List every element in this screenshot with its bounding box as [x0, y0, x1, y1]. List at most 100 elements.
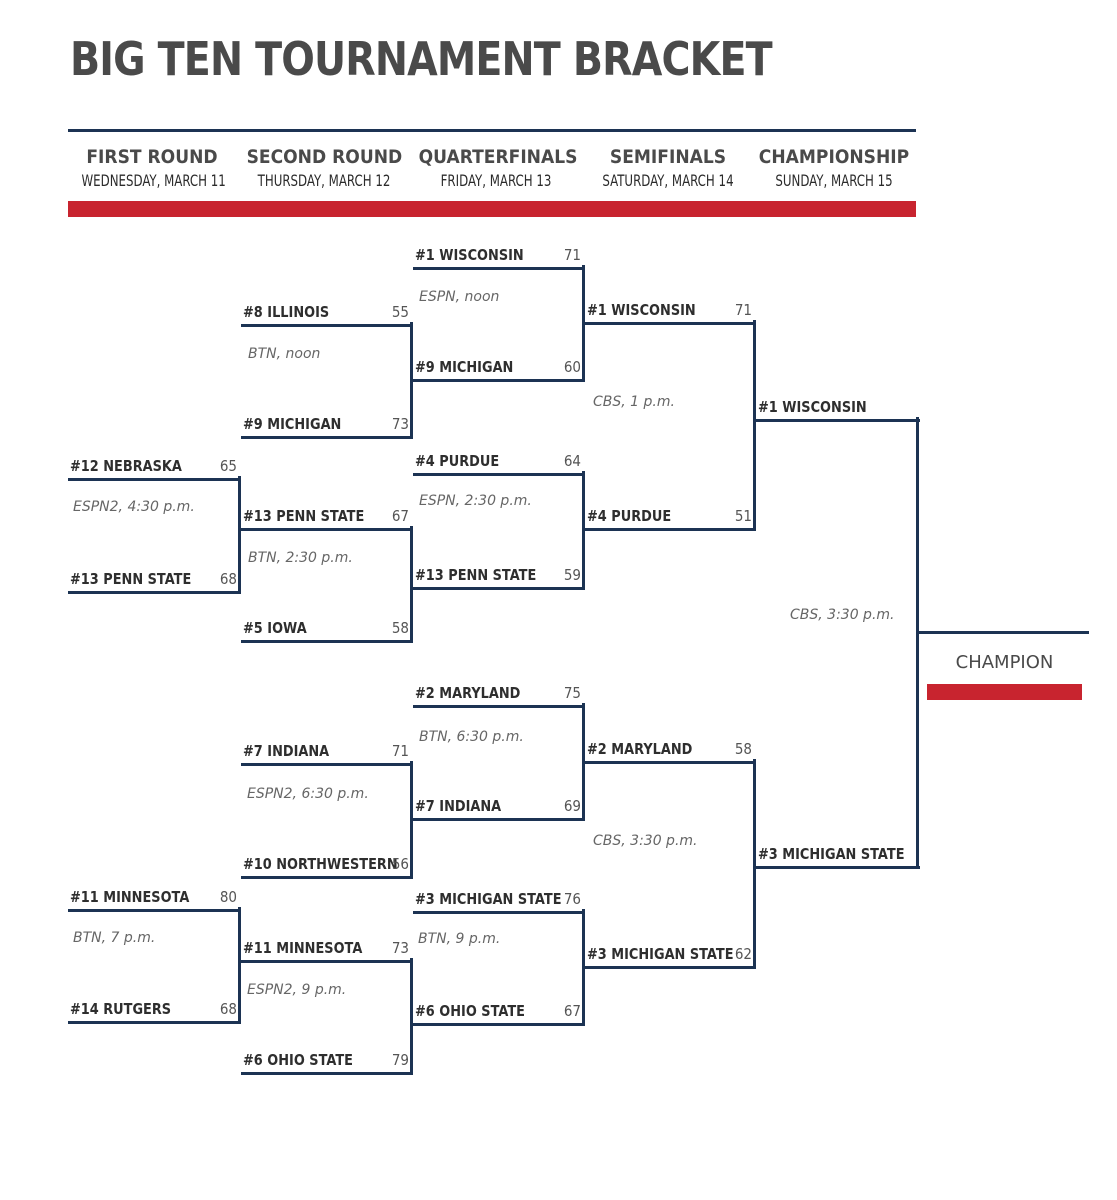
- round-date: THURSDAY, MARCH 12: [257, 171, 391, 190]
- bracket-slot: #9 MICHIGAN 60: [413, 358, 585, 382]
- bracket-slot: #6 OHIO STATE 79: [241, 1051, 413, 1075]
- team-score: 69: [563, 797, 581, 815]
- round-header-first: FIRST ROUND WEDNESDAY, MARCH 11: [66, 146, 238, 190]
- bracket-slot: #10 NORTHWESTERN 56: [241, 855, 413, 879]
- bracket-connector: [582, 265, 585, 381]
- broadcast-info: CBS, 1 p.m.: [593, 394, 675, 410]
- bracket-slot: #1 WISCONSIN 71: [585, 301, 756, 325]
- team-score: 58: [391, 619, 409, 637]
- team-name: #3 MICHIGAN STATE: [415, 890, 562, 908]
- team-score: 75: [563, 684, 581, 702]
- round-header-second: SECOND ROUND THURSDAY, MARCH 12: [238, 146, 410, 190]
- broadcast-info: BTN, noon: [248, 346, 321, 362]
- team-name: #1 WISCONSIN: [758, 398, 867, 416]
- bracket-connector: [916, 417, 919, 869]
- team-score: 73: [391, 939, 409, 957]
- round-header-semifinals: SEMIFINALS SATURDAY, MARCH 14: [582, 146, 754, 190]
- broadcast-info: ESPN2, 9 p.m.: [247, 982, 347, 998]
- bracket-connector: [582, 909, 585, 1025]
- team-name: #7 INDIANA: [415, 797, 502, 815]
- bracket-connector: [410, 761, 413, 878]
- broadcast-info: ESPN, 2:30 p.m.: [419, 493, 532, 509]
- team-name: #8 ILLINOIS: [243, 303, 330, 321]
- broadcast-info: BTN, 6:30 p.m.: [419, 729, 524, 745]
- team-score: 64: [563, 452, 581, 470]
- team-name: #12 NEBRASKA: [70, 457, 182, 475]
- bracket-connector: [582, 471, 585, 589]
- bracket-connector: [238, 476, 241, 593]
- broadcast-info: BTN, 2:30 p.m.: [248, 550, 353, 566]
- team-score: 71: [734, 301, 752, 319]
- round-header-championship: CHAMPIONSHIP SUNDAY, MARCH 15: [748, 146, 920, 190]
- bracket-connector: [753, 759, 756, 968]
- team-name: #13 PENN STATE: [243, 507, 365, 525]
- bracket-connector: [410, 322, 413, 438]
- round-date: WEDNESDAY, MARCH 11: [81, 171, 226, 190]
- bracket-slot: #7 INDIANA 71: [241, 742, 413, 766]
- team-score: 51: [734, 507, 752, 525]
- bracket-slot: #2 MARYLAND 58: [585, 740, 756, 764]
- team-score: 55: [391, 303, 409, 321]
- team-score: 67: [391, 507, 409, 525]
- header-red-bar: [68, 201, 916, 217]
- bracket-slot: #6 OHIO STATE 67: [413, 1002, 585, 1026]
- team-name: #7 INDIANA: [243, 742, 330, 760]
- bracket-connector: [410, 526, 413, 642]
- round-date: SATURDAY, MARCH 14: [602, 171, 734, 190]
- broadcast-info: ESPN2, 6:30 p.m.: [247, 786, 369, 802]
- broadcast-info: BTN, 7 p.m.: [73, 930, 156, 946]
- team-name: #14 RUTGERS: [70, 1000, 172, 1018]
- round-name: SECOND ROUND: [246, 146, 403, 168]
- team-name: #13 PENN STATE: [415, 566, 537, 584]
- team-name: #11 MINNESOTA: [70, 888, 190, 906]
- team-name: #9 MICHIGAN: [243, 415, 342, 433]
- team-score: 65: [219, 457, 237, 475]
- team-name: #4 PURDUE: [415, 452, 500, 470]
- bracket-slot: #7 INDIANA 69: [413, 797, 585, 821]
- bracket-slot: #3 MICHIGAN STATE: [756, 845, 920, 869]
- bracket-slot: #13 PENN STATE 67: [241, 507, 413, 531]
- team-score: 76: [563, 890, 581, 908]
- team-score: 71: [563, 246, 581, 264]
- team-name: #3 MICHIGAN STATE: [587, 945, 734, 963]
- header-top-rule: [68, 129, 916, 132]
- bracket-slot: #1 WISCONSIN: [756, 398, 920, 422]
- team-name: #3 MICHIGAN STATE: [758, 845, 905, 863]
- bracket-slot: #11 MINNESOTA 73: [241, 939, 413, 963]
- bracket-slot: #1 WISCONSIN 71: [413, 246, 585, 270]
- team-score: 73: [391, 415, 409, 433]
- bracket-slot: #4 PURDUE 64: [413, 452, 585, 476]
- bracket-slot: #12 NEBRASKA 65: [68, 457, 241, 481]
- team-name: #10 NORTHWESTERN: [243, 855, 398, 873]
- team-score: 71: [391, 742, 409, 760]
- team-name: #2 MARYLAND: [587, 740, 693, 758]
- team-name: #11 MINNESOTA: [243, 939, 363, 957]
- team-name: #13 PENN STATE: [70, 570, 192, 588]
- team-score: 62: [734, 945, 752, 963]
- broadcast-info: CBS, 3:30 p.m.: [790, 607, 895, 623]
- champion-label: CHAMPION: [955, 652, 1054, 673]
- team-score: 60: [563, 358, 581, 376]
- team-score: 58: [734, 740, 752, 758]
- team-score: 68: [219, 1000, 237, 1018]
- team-score: 79: [391, 1051, 409, 1069]
- round-name: QUARTERFINALS: [418, 146, 578, 168]
- page-title: BIG TEN TOURNAMENT BRACKET: [70, 32, 773, 86]
- round-name: FIRST ROUND: [86, 146, 218, 168]
- team-score: 68: [219, 570, 237, 588]
- bracket-slot: #4 PURDUE 51: [585, 507, 756, 531]
- team-score: 56: [391, 855, 409, 873]
- broadcast-info: CBS, 3:30 p.m.: [593, 833, 698, 849]
- team-name: #5 IOWA: [243, 619, 307, 637]
- round-name: SEMIFINALS: [609, 146, 727, 168]
- champion-line: [918, 631, 1089, 634]
- team-score: 80: [219, 888, 237, 906]
- champion-red-bar: [927, 684, 1082, 700]
- bracket-connector: [753, 320, 756, 530]
- bracket-slot: #3 MICHIGAN STATE 76: [413, 890, 585, 914]
- team-name: #6 OHIO STATE: [415, 1002, 525, 1020]
- round-date: SUNDAY, MARCH 15: [775, 171, 893, 190]
- bracket-slot: #5 IOWA 58: [241, 619, 413, 643]
- team-score: 67: [563, 1002, 581, 1020]
- round-date: FRIDAY, MARCH 13: [440, 171, 552, 190]
